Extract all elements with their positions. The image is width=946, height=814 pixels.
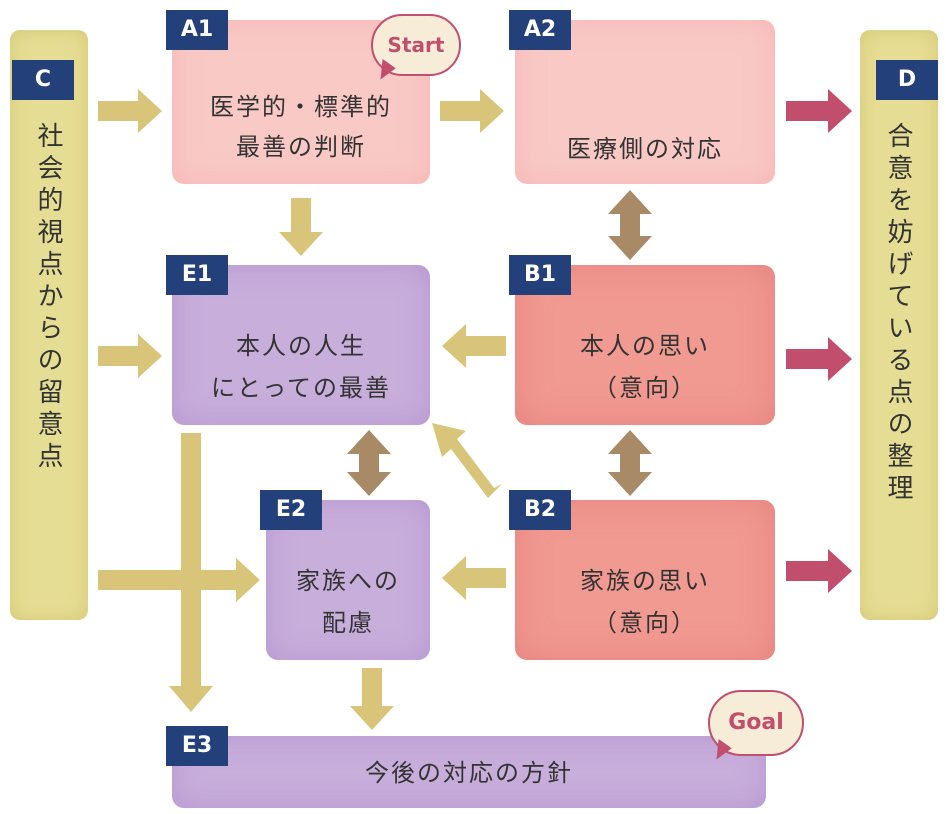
goal-bubble: Goal bbox=[708, 690, 804, 756]
arrow-b1-to-d bbox=[786, 337, 852, 381]
box-a1-line1: 医学的・標準的 bbox=[210, 93, 392, 121]
box-a2: A2 医療側の対応 bbox=[509, 10, 775, 184]
box-b1-line2: （意向） bbox=[593, 374, 697, 402]
arrow-e1-to-e3 bbox=[169, 433, 213, 712]
issues-summary-panel: D 合意を妨げている点の整理 bbox=[860, 30, 938, 620]
box-label-a2: A2 bbox=[509, 10, 571, 50]
box-e2-line2: 配慮 bbox=[322, 609, 374, 637]
box-e2: E2 家族への 配慮 bbox=[260, 490, 430, 660]
issues-summary-text: 合意を妨げている点の整理 bbox=[883, 122, 913, 506]
box-label-b2: B2 bbox=[509, 490, 571, 530]
box-b1: B1 本人の思い （意向） bbox=[509, 255, 775, 425]
start-bubble-label: Start bbox=[387, 33, 445, 57]
box-b1-line1: 本人の思い bbox=[580, 332, 710, 360]
arrow-a1-to-a2 bbox=[440, 89, 504, 133]
panel-label-d: D bbox=[876, 60, 938, 100]
box-e3: E3 今後の対応の方針 bbox=[166, 726, 766, 808]
goal-bubble-label: Goal bbox=[728, 710, 784, 735]
box-a1-line2: 最善の判断 bbox=[236, 133, 366, 161]
box-b2-line2: （意向） bbox=[593, 609, 697, 637]
box-label-e1: E1 bbox=[166, 255, 228, 295]
arrow-c-to-e1 bbox=[98, 334, 162, 378]
box-e3-line1: 今後の対応の方針 bbox=[365, 759, 573, 787]
arrow-a2-to-d bbox=[786, 89, 852, 133]
box-e1: E1 本人の人生 にとっての最善 bbox=[166, 255, 430, 425]
box-label-e2: E2 bbox=[260, 490, 322, 530]
box-e2-line1: 家族への bbox=[296, 567, 400, 595]
arrow-b1-to-e1 bbox=[442, 324, 506, 368]
arrow-b2-to-d bbox=[786, 549, 852, 593]
box-label-a1: A1 bbox=[166, 10, 228, 50]
social-perspective-panel: C 社会的視点からの留意点 bbox=[10, 30, 88, 620]
arrow-a2-b1 bbox=[608, 190, 652, 260]
box-b2-line1: 家族の思い bbox=[580, 567, 710, 595]
arrow-b2-to-e1 bbox=[432, 423, 502, 498]
arrow-b2-to-e2 bbox=[442, 556, 506, 600]
box-b2: B2 家族の思い （意向） bbox=[509, 490, 775, 660]
arrow-c-to-e2 bbox=[98, 558, 260, 602]
box-label-b1: B1 bbox=[509, 255, 571, 295]
arrow-b1-b2 bbox=[608, 430, 652, 496]
social-perspective-text: 社会的視点からの留意点 bbox=[33, 122, 63, 474]
panel-label-c: C bbox=[12, 60, 74, 100]
arrow-e2-to-e3 bbox=[350, 668, 394, 730]
arrow-a1-to-e1 bbox=[279, 198, 323, 256]
box-e1-line2: にとっての最善 bbox=[210, 374, 392, 402]
arrow-c-to-a1 bbox=[98, 89, 162, 133]
box-e1-line1: 本人の人生 bbox=[236, 332, 366, 360]
box-a2-line1: 医療側の対応 bbox=[567, 135, 723, 163]
arrow-e1-e2 bbox=[347, 430, 391, 496]
box-label-e3: E3 bbox=[166, 726, 228, 766]
start-bubble: Start bbox=[371, 14, 461, 76]
